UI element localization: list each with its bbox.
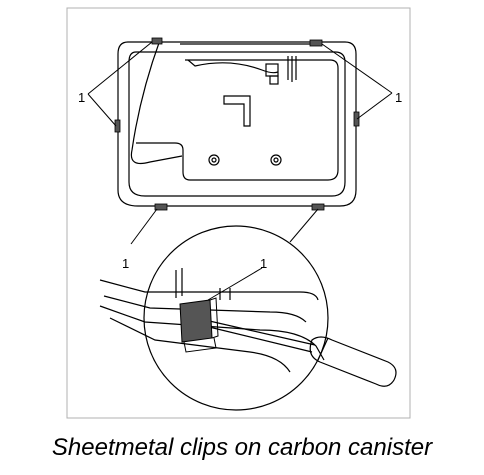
detail-clip bbox=[179, 297, 219, 353]
canister-outline bbox=[117, 41, 357, 207]
connector-pins bbox=[269, 75, 279, 85]
detail-rim-bottom bbox=[109, 317, 291, 373]
bracket bbox=[223, 95, 251, 127]
connector bbox=[265, 63, 279, 77]
detail-clip-body bbox=[179, 299, 213, 343]
wire-harness bbox=[187, 59, 279, 74]
hose bbox=[130, 39, 183, 165]
detail-tab-right bbox=[219, 288, 231, 300]
detail-rim-inner bbox=[103, 295, 307, 323]
clip-bottom-right bbox=[311, 203, 325, 211]
callout-left-top: 1 bbox=[78, 90, 85, 105]
bolt-right-center bbox=[273, 157, 279, 163]
clips-top-view bbox=[114, 37, 360, 211]
detail-rim-lower bbox=[99, 305, 325, 361]
connector-lead bbox=[287, 56, 297, 82]
bolt-right bbox=[270, 154, 282, 166]
leader-left-top bbox=[87, 41, 153, 127]
clip-top-left bbox=[151, 37, 163, 45]
canister-recess bbox=[136, 59, 339, 181]
clip-top-right bbox=[309, 39, 323, 47]
canister-rim bbox=[128, 51, 346, 197]
detail-leader-right bbox=[289, 208, 319, 243]
detail-leader-left bbox=[130, 208, 158, 245]
figure-caption: Sheetmetal clips on carbon canister bbox=[51, 434, 433, 461]
detail-rim-upper bbox=[99, 279, 319, 301]
detail-leader-clip bbox=[207, 267, 263, 301]
clip-left-side bbox=[114, 119, 121, 133]
callout-detail-right: 1 bbox=[260, 256, 267, 271]
clip-bottom-left bbox=[154, 203, 168, 211]
canister-top-view bbox=[117, 39, 357, 207]
leader-lines bbox=[87, 41, 393, 301]
bolt-left-center bbox=[211, 157, 217, 163]
figure-frame bbox=[66, 7, 411, 419]
screwdriver-ring bbox=[317, 337, 329, 361]
leader-right-top bbox=[321, 43, 393, 120]
callout-right-top: 1 bbox=[395, 90, 402, 105]
clip-right-side bbox=[353, 111, 360, 127]
callout-detail-left: 1 bbox=[122, 256, 129, 271]
detail-circle bbox=[143, 225, 329, 411]
detail-clip-tab bbox=[183, 297, 219, 353]
detail-tab-left bbox=[175, 268, 183, 298]
screwdriver-handle bbox=[309, 336, 397, 387]
screwdriver-shaft bbox=[204, 319, 316, 353]
detail-view bbox=[99, 225, 397, 411]
bolt-left bbox=[208, 154, 220, 166]
